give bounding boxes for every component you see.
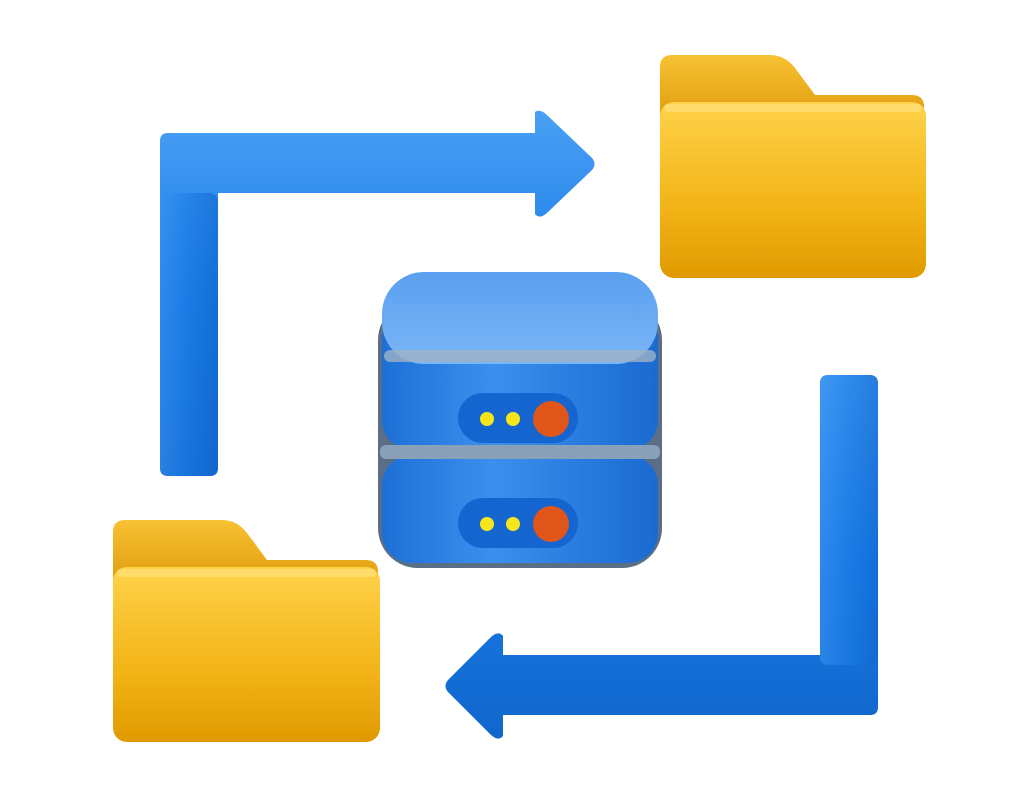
power-button-icon [533, 401, 569, 437]
arrow-left-icon [445, 375, 878, 739]
server-unit-top [458, 393, 578, 443]
status-led-icon [480, 412, 494, 426]
arrow-right-icon [160, 110, 595, 477]
folder-icon [660, 55, 926, 278]
server-unit-bottom [458, 498, 578, 548]
folder-icon [113, 520, 380, 742]
status-led-icon [480, 517, 494, 531]
status-led-icon [506, 517, 520, 531]
power-button-icon [533, 506, 569, 542]
database-server-icon [378, 272, 662, 568]
status-led-icon [506, 412, 520, 426]
